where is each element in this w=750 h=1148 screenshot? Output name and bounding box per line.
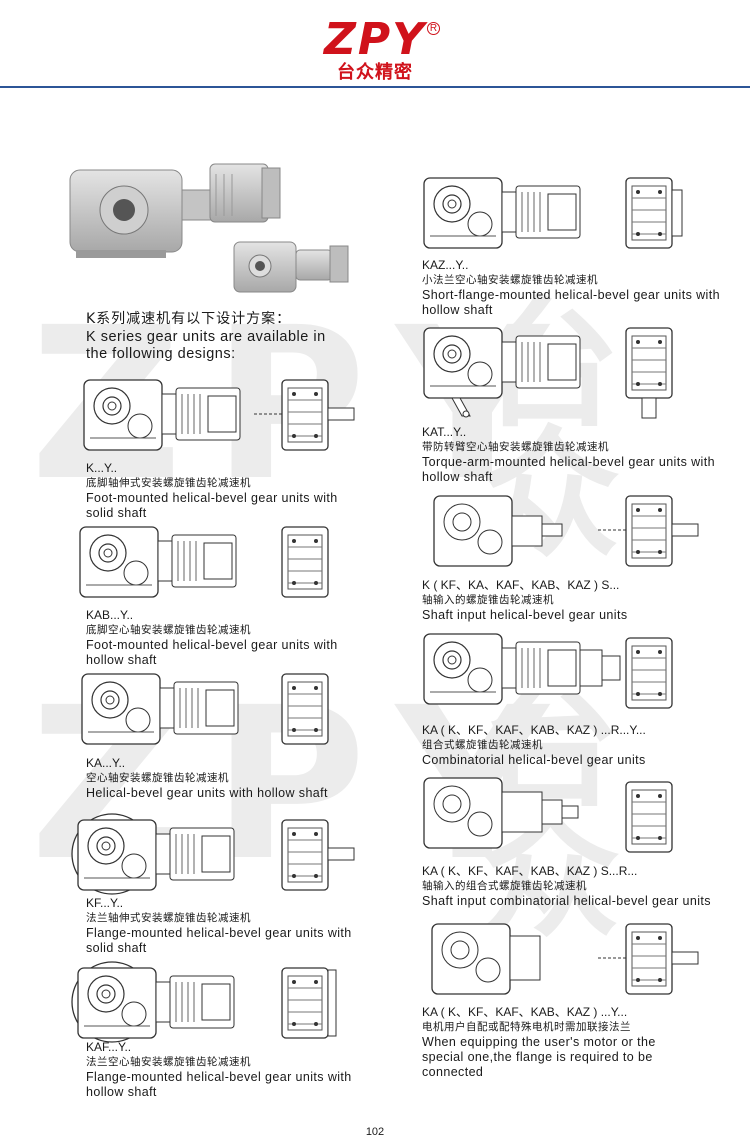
design-title-cn: 法兰轴伸式安装螺旋锥齿轮减速机 [86,912,251,924]
drawing-side-view [83,379,241,451]
drawing-end-view [281,526,329,598]
design-caption: KA ( K、KF、KAF、KAB、KAZ ) ...Y... 电机用户自配或配… [422,1005,672,1080]
design-title-en: Foot-mounted helical-bevel gear units wi… [86,638,338,667]
drawing-side-view [81,673,239,745]
design-title-cn: 小法兰空心轴安装螺旋锥齿轮减速机 [422,274,598,286]
design-code: KA ( K、KF、KAF、KAB、KAZ ) ...Y... [422,1005,628,1019]
design-title-cn: 底脚空心轴安装螺旋锥齿轮减速机 [86,624,251,636]
drawing-side-view [433,495,563,567]
design-title-en: Combinatorial helical-bevel gear units [422,753,646,767]
design-caption: KA ( K、KF、KAF、KAB、KAZ ) ...R...Y... 组合式螺… [422,723,742,768]
intro-title-cn: K系列减速机有以下设计方案： [86,311,292,327]
product-photo [69,163,349,293]
design-title-cn: 底脚轴伸式安装螺旋锥齿轮减速机 [86,477,251,489]
design-caption: KA ( K、KF、KAF、KAB、KAZ ) S...R... 轴输入的组合式… [422,864,742,909]
design-code: KAZ...Y.. [422,258,469,272]
design-caption: KAB...Y.. 底脚空心轴安装螺旋锥齿轮减速机 Foot-mounted h… [86,608,356,668]
drawing-side-view [71,813,235,895]
design-title-en: Shaft input helical-bevel gear units [422,608,628,622]
drawing-side-view [423,177,581,249]
design-caption: KAF...Y.. 法兰空心轴安装螺旋锥齿轮减速机 Flange-mounted… [86,1040,376,1100]
design-code: KAT...Y.. [422,425,467,439]
brand-logo: ZPY R 台众精密 [0,18,750,82]
design-code: KA...Y.. [86,756,126,770]
design-code: K...Y.. [86,461,118,475]
page-number: 102 [365,1126,385,1138]
design-title-cn: 法兰空心轴安装螺旋锥齿轮减速机 [86,1056,251,1068]
design-title-en: Flange-mounted helical-bevel gear units … [86,1070,352,1099]
design-title-en: Foot-mounted helical-bevel gear units wi… [86,491,338,520]
header-divider [0,86,750,88]
design-code: K ( KF、KA、KAF、KAB、KAZ ) S... [422,578,620,592]
design-caption: KF...Y.. 法兰轴伸式安装螺旋锥齿轮减速机 Flange-mounted … [86,896,376,956]
design-title-en: When equipping the user's motor or the s… [422,1035,656,1079]
logo-wordmark: ZPY [323,14,426,65]
design-title-en: Torque-arm-mounted helical-bevel gear un… [422,455,715,484]
design-title-en: Helical-bevel gear units with hollow sha… [86,786,328,800]
drawing-end-view [625,327,673,419]
design-caption: KAT...Y.. 带防转臂空心轴安装螺旋锥齿轮减速机 Torque-arm-m… [422,425,742,485]
logo-subtitle: 台众精密 [337,62,413,82]
design-title-en: Shaft input combinatorial helical-bevel … [422,894,711,908]
drawing-end-view [597,923,699,995]
drawing-side-view [431,923,541,995]
design-title-cn: 空心轴安装螺旋锥齿轮减速机 [86,772,229,784]
design-caption: KAZ...Y.. 小法兰空心轴安装螺旋锥齿轮减速机 Short-flange-… [422,258,722,318]
drawing-end-view [597,495,699,567]
drawing-end-view [625,177,683,249]
drawing-side-view [423,327,581,418]
drawing-end-view [281,967,337,1039]
design-title-cn: 轴输入的组合式螺旋锥齿轮减速机 [422,880,587,892]
design-title-en: Flange-mounted helical-bevel gear units … [86,926,352,955]
watermark-text-cn: 台众 [480,666,621,953]
drawing-side-view [79,526,237,598]
design-code: KA ( K、KF、KAF、KAB、KAZ ) S...R... [422,864,638,878]
design-caption: K ( KF、KA、KAF、KAB、KAZ ) S... 轴输入的螺旋锥齿轮减速… [422,578,742,623]
drawing-end-view [625,637,673,709]
drawing-end-view [625,781,673,853]
design-caption: K...Y.. 底脚轴伸式安装螺旋锥齿轮减速机 Foot-mounted hel… [86,461,356,521]
design-code: KA ( K、KF、KAF、KAB、KAZ ) ...R...Y... [422,723,646,737]
design-code: KF...Y.. [86,896,124,910]
design-title-cn: 组合式螺旋锥齿轮减速机 [422,739,543,751]
design-title-cn: 带防转臂空心轴安装螺旋锥齿轮减速机 [422,441,609,453]
drawing-end-view [281,819,355,891]
design-code: KAB...Y.. [86,608,134,622]
intro-title-en: K series gear units are available in the… [86,329,326,362]
drawing-end-view [253,379,355,451]
design-code: KAF...Y.. [86,1040,132,1054]
drawing-side-view [71,961,235,1043]
design-caption: KA...Y.. 空心轴安装螺旋锥齿轮减速机 Helical-bevel gea… [86,756,376,801]
design-title-cn: 轴输入的螺旋锥齿轮减速机 [422,594,554,606]
design-title-en: Short-flange-mounted helical-bevel gear … [422,288,720,317]
drawing-end-view [281,673,329,745]
design-title-cn: 电机用户自配或配特殊电机时需加联接法兰 [422,1021,631,1033]
drawing-side-view [423,633,621,705]
registered-mark-icon: R [427,22,440,35]
drawing-side-view [423,777,579,849]
